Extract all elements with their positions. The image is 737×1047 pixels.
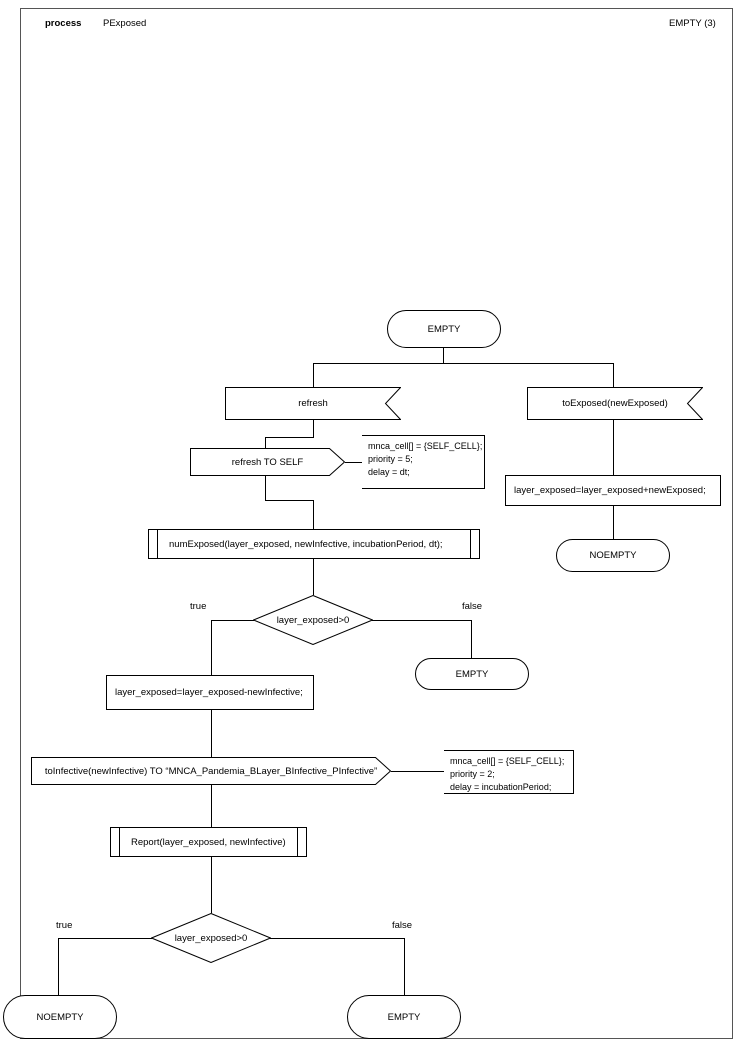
connector-numexposed-down — [313, 559, 314, 595]
state-label: EMPTY — [387, 1011, 421, 1023]
output-label: refresh TO SELF — [231, 456, 304, 468]
input-shape — [225, 387, 401, 420]
connector-split-bus — [313, 363, 614, 364]
procedure-label: Report(layer_exposed, newInfective) — [131, 836, 286, 848]
connector-d2-true-h — [58, 938, 152, 939]
state-right-noempty[interactable]: NOEMPTY — [556, 539, 670, 572]
branch-label-d2-true: true — [56, 920, 73, 931]
branch-label-d1-false: false — [462, 601, 483, 612]
comment-refresh-to-self: mnca_cell[] = {SELF_CELL}; priority = 5;… — [362, 435, 485, 489]
connector-addexposed-down — [613, 506, 614, 539]
comment-leader-refresh — [345, 462, 362, 463]
page-title: PExposed — [103, 18, 147, 29]
procedure-report[interactable]: Report(layer_exposed, newInfective) — [110, 827, 307, 857]
process-frame — [20, 8, 733, 1039]
input-to-exposed[interactable]: toExposed(newExposed) — [527, 387, 703, 420]
connector-self-down1 — [265, 476, 266, 500]
process-frame-right-edge — [732, 8, 733, 1039]
branch-label-d1-true: true — [190, 601, 207, 612]
procedure-num-exposed[interactable]: numExposed(layer_exposed, newInfective, … — [148, 529, 480, 559]
output-label: toInfective(newInfective) TO “MNCA_Pande… — [44, 765, 378, 777]
decision-layer-exposed-2[interactable]: layer_exposed>0 — [151, 913, 271, 963]
connector-to-refresh — [313, 363, 314, 387]
input-label: toExposed(newExposed) — [562, 398, 668, 409]
state-bottom-true-noempty[interactable]: NOEMPTY — [3, 995, 117, 1039]
state-label: NOEMPTY — [589, 550, 637, 561]
input-shape — [527, 387, 703, 420]
connector-self-down2 — [313, 500, 314, 529]
decision-label: layer_exposed>0 — [174, 932, 248, 944]
connector-d1-false-h — [372, 620, 471, 621]
connector-d1-true-h — [211, 620, 254, 621]
output-refresh-to-self[interactable]: refresh TO SELF — [190, 448, 345, 476]
state-mid-false-empty[interactable]: EMPTY — [415, 658, 529, 690]
comment-leader-toinfective — [391, 771, 444, 772]
comment-to-infective: mnca_cell[] = {SELF_CELL}; priority = 2;… — [444, 750, 574, 794]
decision-layer-exposed-1[interactable]: layer_exposed>0 — [253, 595, 373, 645]
procedure-label: numExposed(layer_exposed, newInfective, … — [169, 538, 443, 550]
state-label: EMPTY — [455, 668, 489, 680]
input-refresh[interactable]: refresh — [225, 387, 401, 420]
input-label: refresh — [298, 398, 328, 409]
connector-refresh-down2 — [265, 437, 266, 448]
state-label: EMPTY — [427, 323, 461, 335]
task-label: layer_exposed=layer_exposed+newExposed; — [514, 485, 706, 496]
connector-self-jog — [265, 500, 314, 501]
connector-refresh-down1 — [313, 420, 314, 438]
task-label: layer_exposed=layer_exposed-newInfective… — [115, 687, 303, 698]
state-label: NOEMPTY — [36, 1011, 84, 1023]
connector-d2-false-v — [404, 938, 405, 995]
decision-shape — [151, 913, 271, 963]
connector-d1-false-v — [471, 620, 472, 658]
task-sub-infective[interactable]: layer_exposed=layer_exposed-newInfective… — [106, 675, 314, 710]
state-start-empty[interactable]: EMPTY — [387, 310, 501, 348]
connector-to-toexposed — [613, 363, 614, 387]
output-shape — [190, 448, 345, 476]
connector-d1-true-v — [211, 620, 212, 675]
connector-report-down — [211, 857, 212, 913]
connector-task-sub-down — [211, 710, 212, 757]
branch-label-d2-false: false — [392, 920, 413, 931]
state-bottom-false-empty[interactable]: EMPTY — [347, 995, 461, 1039]
output-to-infective[interactable]: toInfective(newInfective) TO “MNCA_Pande… — [31, 757, 391, 785]
task-add-exposed[interactable]: layer_exposed=layer_exposed+newExposed; — [505, 475, 721, 506]
page-state-ref: EMPTY (3) — [669, 18, 716, 29]
connector-refresh-jog1 — [265, 437, 314, 438]
decision-shape — [253, 595, 373, 645]
decision-label: layer_exposed>0 — [276, 614, 350, 626]
process-keyword: process — [45, 18, 82, 29]
connector-start-down — [443, 348, 444, 363]
output-shape — [31, 757, 391, 785]
connector-toinfective-down — [211, 785, 212, 827]
connector-d2-true-v — [58, 938, 59, 995]
connector-toexposed-down — [613, 420, 614, 475]
connector-d2-false-h — [270, 938, 405, 939]
